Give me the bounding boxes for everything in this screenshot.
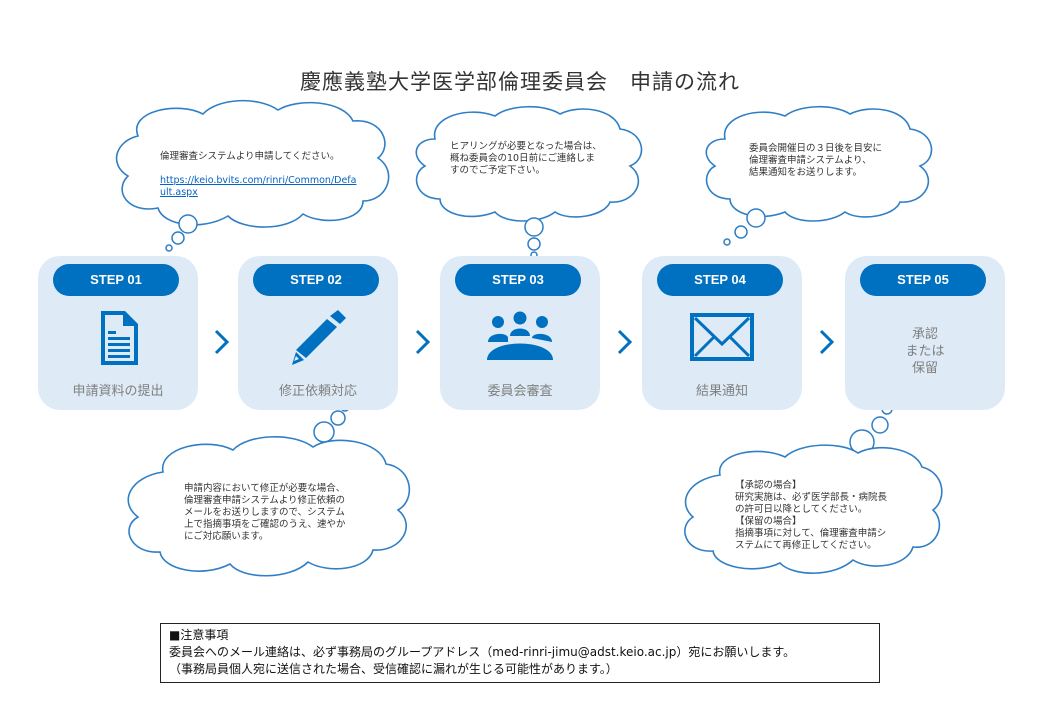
system-link[interactable]: https://keio.bvits.com/rinri/Common/Defa… [160,175,357,198]
cloud-text-step03: ヒアリングが必要となった場合は、 概ね委員会の10日前にご連絡しま すのでご予定… [450,141,602,176]
notice-heading: ■注意事項 [169,628,229,642]
step-label: 結果通知 [695,384,748,399]
step-card-05: STEP 05 承認 または 保留 [845,256,1005,410]
notice-line-1: 委員会へのメール連絡は、必ず事務局のグループアドレス（med-rinri-jim… [169,645,796,659]
envelope-icon [690,313,754,361]
cloud-text-step02: 申請内容において修正が必要な場合、 倫理審査申請システムより修正依頼の メールを… [184,483,346,542]
cloud-callout-step04 [705,105,933,246]
chevron-right-icon [415,329,431,355]
cloud-text-step01: 倫理審査システムより申請してください。 https://keio.bvits.c… [160,139,370,199]
cloud-callout-step02 [127,402,411,577]
cloud-instruction: 倫理審査システムより申請してください。 [160,151,340,162]
step-badge: STEP 02 [253,264,379,296]
document-icon [101,311,138,365]
notice-line-2: （事務局員個人宛に送信された場合、受信確認に漏れが生じる可能性があります。） [169,662,618,676]
step-badge: STEP 03 [455,264,581,296]
cloud-callout-step03 [415,105,643,259]
cloud-text-step05: 【承認の場合】 研究実施は、必ず医学部長・病院長 の許可日以降としてください。 … [735,480,888,551]
chevron-right-icon [214,329,230,355]
step-label: 修正依頼対応 [278,384,357,399]
step-card-04: STEP 04 結果通知 [642,256,802,410]
step-badge: STEP 05 [860,264,986,296]
pencil-icon [292,310,346,365]
step-card-02: STEP 02 修正依頼対応 [238,256,398,410]
step-badge: STEP 01 [53,264,179,296]
meeting-icon [487,311,553,360]
page-title: 慶應義塾大学医学部倫理委員会 申請の流れ [300,70,740,94]
notice-box: ■注意事項 委員会へのメール連絡は、必ず事務局のグループアドレス（med-rin… [160,623,880,683]
cloud-callout-step01 [115,99,390,252]
step-label: 承認 または 保留 [905,327,945,376]
step-label: 申請資料の提出 [72,384,164,399]
step-badge: STEP 04 [657,264,783,296]
step-card-01: STEP 01 申請資料の提出 [38,256,198,410]
cloud-text-step04: 委員会開催日の３日後を目安に 倫理審査申請システムより、 結果通知をお送りします… [749,143,883,178]
chevron-right-icon [617,329,633,355]
chevron-right-icon [819,329,835,355]
step-label: 委員会審査 [487,384,553,399]
step-card-03: STEP 03 委員会審査 [440,256,600,410]
